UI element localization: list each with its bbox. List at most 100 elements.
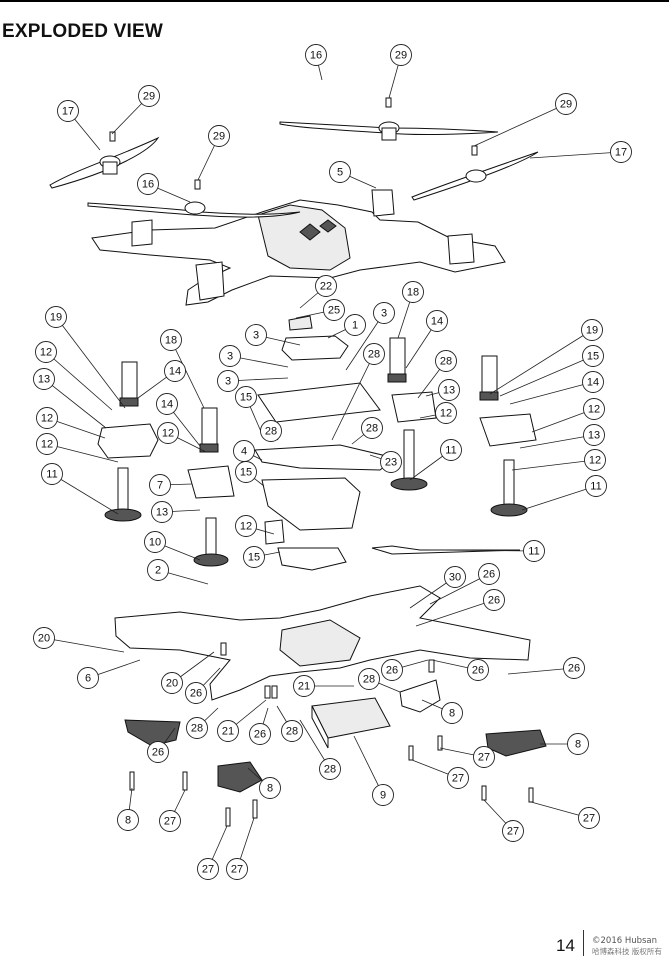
callout-11: 11 [585, 475, 607, 497]
callout-2: 2 [147, 559, 169, 581]
callout-circle [584, 449, 606, 471]
callout-circle [245, 324, 267, 346]
callout-circle [502, 820, 524, 842]
callout-3: 3 [373, 302, 395, 324]
callout-circle [281, 720, 303, 742]
callout-13: 13 [583, 424, 605, 446]
callout-circle [259, 777, 281, 799]
callout-13: 13 [151, 501, 173, 523]
callout-number: 11 [528, 546, 539, 558]
callout-circle [426, 310, 448, 332]
callout-number: 27 [164, 816, 176, 828]
callout-number: 23 [385, 457, 397, 469]
leader-line [429, 549, 535, 552]
callout-28: 28 [281, 720, 303, 742]
propeller-top [279, 121, 499, 141]
leader-line [531, 408, 595, 433]
callout-circle [467, 659, 489, 681]
callout-number: 8 [575, 739, 581, 751]
callout-number: 11 [590, 481, 601, 493]
callout-number: 26 [568, 663, 580, 675]
callout-number: 26 [152, 747, 164, 759]
callout-number: 26 [386, 665, 398, 677]
callout-27: 27 [226, 858, 248, 880]
callout-circle [293, 675, 315, 697]
callout-20: 20 [161, 672, 183, 694]
callout-circle [583, 398, 605, 420]
callout-circle [581, 319, 603, 341]
callout-number: 13 [38, 374, 50, 386]
callout-circle [33, 627, 55, 649]
top-rule [0, 0, 669, 2]
callout-circle [185, 682, 207, 704]
callout-28: 28 [319, 758, 341, 780]
leader-line [499, 355, 594, 397]
callout-1: 1 [344, 314, 366, 336]
callout-3: 3 [217, 370, 239, 392]
callout-number: 7 [157, 480, 163, 492]
callout-circle [57, 100, 79, 122]
callout-number: 18 [407, 287, 419, 299]
callout-circle [36, 407, 58, 429]
callout-6: 6 [77, 667, 99, 689]
callout-circle [151, 501, 173, 523]
callout-number: 19 [586, 325, 598, 337]
callout-10: 10 [144, 531, 166, 553]
callout-number: 27 [202, 864, 214, 876]
callout-circle [208, 125, 230, 147]
callout-21: 21 [293, 675, 315, 697]
callout-circle [473, 746, 495, 768]
callout-number: 12 [440, 408, 452, 420]
callout-19: 19 [581, 319, 603, 341]
callout-circle [444, 566, 466, 588]
lower-frame [114, 585, 531, 701]
callout-number: 12 [240, 521, 252, 533]
callout-number: 21 [222, 726, 234, 738]
leader-line [353, 735, 384, 796]
callout-number: 26 [483, 569, 495, 581]
callout-12: 12 [583, 398, 605, 420]
leader-line [46, 443, 119, 463]
callout-3: 3 [219, 345, 241, 367]
callout-14: 14 [156, 393, 178, 415]
callout-number: 14 [431, 316, 443, 328]
callout-number: 27 [507, 826, 519, 838]
callout-circle [41, 463, 63, 485]
callout-12: 12 [584, 449, 606, 471]
callout-22: 22 [315, 275, 337, 297]
callout-circle [149, 474, 171, 496]
callout-number: 3 [227, 351, 233, 363]
callout-circle [319, 758, 341, 780]
callout-11: 11 [440, 439, 462, 461]
callout-number: 28 [324, 764, 336, 776]
callout-29: 29 [138, 85, 160, 107]
leader-line [331, 353, 375, 441]
callout-27: 27 [473, 746, 495, 768]
callout-circle [555, 93, 577, 115]
callout-26: 26 [467, 659, 489, 681]
callout-circle [563, 657, 585, 679]
callout-circle [164, 360, 186, 382]
leader-line [45, 351, 113, 411]
callout-11: 11 [41, 463, 63, 485]
callout-number: 28 [191, 723, 203, 735]
leader-line [43, 378, 107, 429]
callout-number: 3 [225, 376, 231, 388]
callout-circle [478, 563, 500, 585]
callout-15: 15 [235, 386, 257, 408]
callout-circle [483, 589, 505, 611]
callout-number: 28 [363, 674, 375, 686]
callout-circle [156, 393, 178, 415]
callout-number: 3 [381, 308, 387, 320]
callout-number: 8 [267, 783, 273, 795]
callout-16: 16 [137, 173, 159, 195]
callout-number: 17 [62, 106, 74, 118]
callout-11: 11 [523, 540, 545, 562]
leader-line [473, 103, 567, 147]
callout-circle [435, 350, 457, 372]
callout-number: 26 [254, 729, 266, 741]
callout-27: 27 [502, 820, 524, 842]
callout-circle [380, 451, 402, 473]
callout-number: 21 [298, 681, 310, 693]
